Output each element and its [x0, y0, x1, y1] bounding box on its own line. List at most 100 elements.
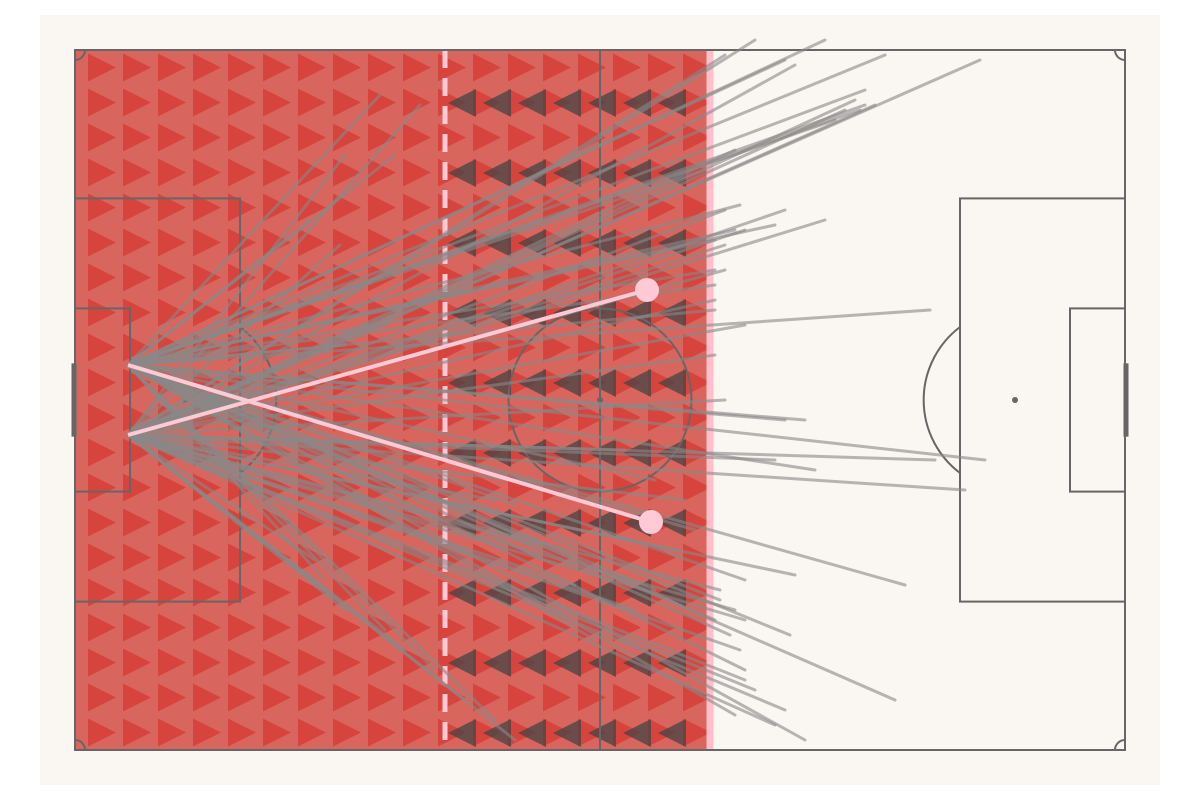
zone-arrow [333, 158, 361, 187]
zone-arrow [298, 123, 326, 152]
zone-arrow [683, 333, 710, 362]
zone-arrow-reverse [518, 369, 546, 397]
zone-arrow [333, 228, 361, 257]
zone-arrow [228, 578, 256, 607]
zone-arrow [88, 53, 116, 82]
zone-arrow [403, 53, 431, 82]
right-penalty-spot [1012, 397, 1018, 403]
zone-arrow [158, 53, 186, 82]
zone-arrow [368, 718, 396, 747]
pass-line [126, 243, 342, 437]
zone-arrow [263, 123, 291, 152]
zone-arrow-reverse [658, 719, 686, 747]
corner-arc [1114, 739, 1126, 751]
zone-arrow [228, 648, 256, 677]
zone-arrow-reverse [553, 649, 581, 677]
zone-arrow [193, 228, 221, 257]
zone-arrow [193, 263, 221, 292]
zone-arrow [158, 263, 186, 292]
pass-line [126, 433, 627, 452]
zone-arrow [158, 578, 186, 607]
right-penalty-arc [922, 326, 961, 474]
pass-line [126, 363, 597, 642]
zone-arrow [403, 718, 431, 747]
zone-arrow [158, 543, 186, 572]
zone-arrow [88, 438, 116, 467]
zone-arrow [88, 543, 116, 572]
zone-arrow-reverse [553, 89, 581, 117]
zone-arrow-reverse [623, 369, 651, 397]
zone-arrow-reverse [448, 89, 476, 117]
zone-arrow [193, 648, 221, 677]
zone-arrow [298, 718, 326, 747]
pass-line [126, 363, 557, 567]
pass-line [126, 283, 357, 367]
zone-arrow [193, 88, 221, 117]
zone-arrow-reverse [518, 649, 546, 677]
zone-arrow [333, 718, 361, 747]
zone-arrow [123, 578, 151, 607]
zone-arrow [298, 53, 326, 82]
zone-arrow [88, 228, 116, 257]
zone-arrow [613, 683, 641, 712]
pass-line [126, 58, 787, 367]
zone-arrow [473, 53, 501, 82]
zone-arrow-reverse [588, 229, 616, 257]
zone-arrow [298, 263, 326, 292]
zone-arrow [683, 53, 710, 82]
zone-arrow [508, 193, 536, 222]
zone-arrow-reverse [483, 649, 511, 677]
zone-arrow-reverse [588, 649, 616, 677]
zone-arrow [123, 683, 151, 712]
zone-arrow-reverse [623, 719, 651, 747]
highlighted-pass-line [127, 288, 648, 437]
zone-arrow [193, 298, 221, 327]
zone-arrow [123, 123, 151, 152]
zone-arrow [263, 88, 291, 117]
zone-arrow [368, 158, 396, 187]
zone-arrow-reverse [518, 579, 546, 607]
pass-line [126, 218, 312, 367]
zone-arrow [123, 228, 151, 257]
zone-arrow [88, 263, 116, 292]
zone-arrow [88, 368, 116, 397]
zone-arrow [298, 158, 326, 187]
zone-arrow [88, 578, 116, 607]
zone-arrow [473, 403, 501, 432]
zone-arrow [88, 648, 116, 677]
zone-arrow [333, 613, 361, 642]
zone-arrow [228, 718, 256, 747]
pass-line [126, 433, 687, 502]
zone-arrow [613, 123, 641, 152]
zone-arrow [333, 543, 361, 572]
zone-arrow [158, 718, 186, 747]
zone-arrow [158, 508, 186, 537]
zone-arrow [193, 193, 221, 222]
zone-arrow [193, 683, 221, 712]
zone-arrow [683, 543, 710, 572]
zone-arrow [88, 683, 116, 712]
zone-arrow [578, 683, 606, 712]
zone-arrow [648, 683, 676, 712]
zone-arrow [193, 718, 221, 747]
zone-arrow [263, 53, 291, 82]
zone-arrow [228, 263, 256, 292]
zone-arrow-reverse [553, 159, 581, 187]
zone-arrow [333, 53, 361, 82]
zone-arrow [578, 53, 606, 82]
zone-arrow [543, 333, 571, 362]
zone-arrow-reverse [588, 719, 616, 747]
zone-arrow [263, 263, 291, 292]
zone-arrow [193, 543, 221, 572]
zone-arrow-reverse [518, 159, 546, 187]
zone-arrow-reverse [448, 159, 476, 187]
zone-arrow [298, 578, 326, 607]
zone-arrow [298, 683, 326, 712]
zone-arrow [508, 53, 536, 82]
zone-arrow [368, 88, 396, 117]
zone-arrow [263, 648, 291, 677]
zone-arrow [228, 438, 256, 467]
zone-arrow [508, 683, 536, 712]
zone-arrow [228, 613, 256, 642]
